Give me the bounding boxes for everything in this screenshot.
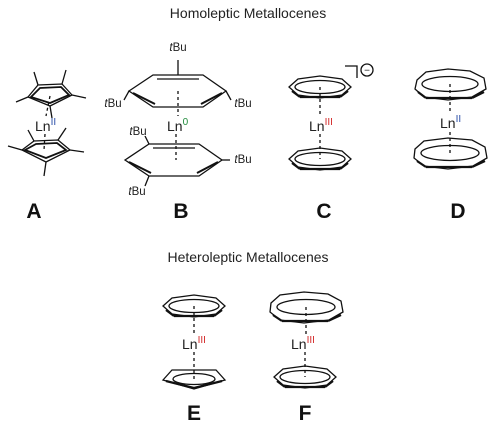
label-b: B <box>173 200 188 223</box>
tbu-b-left: tBu <box>104 98 121 110</box>
compound-b <box>123 60 232 187</box>
label-e: E <box>187 402 201 425</box>
tbu-b-right: tBu <box>234 98 251 110</box>
label-f: F <box>299 402 312 425</box>
heading-heteroleptic: Heteroleptic Metallocenes <box>167 249 328 265</box>
charge-circle <box>360 63 374 77</box>
tbu-b-top: tBu <box>169 42 186 54</box>
metal-label-c: LnIII <box>309 117 333 134</box>
label-a: A <box>26 200 41 223</box>
metal-label-e: LnIII <box>182 335 206 352</box>
compound-f <box>269 291 344 389</box>
compound-c <box>288 63 374 171</box>
heading-homoleptic: Homoleptic Metallocenes <box>170 5 326 21</box>
metal-label-f: LnIII <box>291 335 315 352</box>
label-d: D <box>450 200 465 223</box>
compound-e <box>161 294 227 390</box>
tbu-b-upper-left: tBu <box>129 126 146 138</box>
arene-ring-bottom <box>123 143 224 177</box>
metal-label-b: Ln0 <box>167 117 189 134</box>
metal-label-d: LnII <box>440 114 461 131</box>
metal-label-a: LnII <box>35 117 56 134</box>
compound-a <box>7 69 87 177</box>
tbu-b-mid-right: tBu <box>234 154 251 166</box>
compound-d <box>413 68 488 170</box>
charge-sign: − <box>364 66 370 77</box>
label-c: C <box>316 200 331 223</box>
tbu-b-bottom-left: tBu <box>128 186 145 198</box>
